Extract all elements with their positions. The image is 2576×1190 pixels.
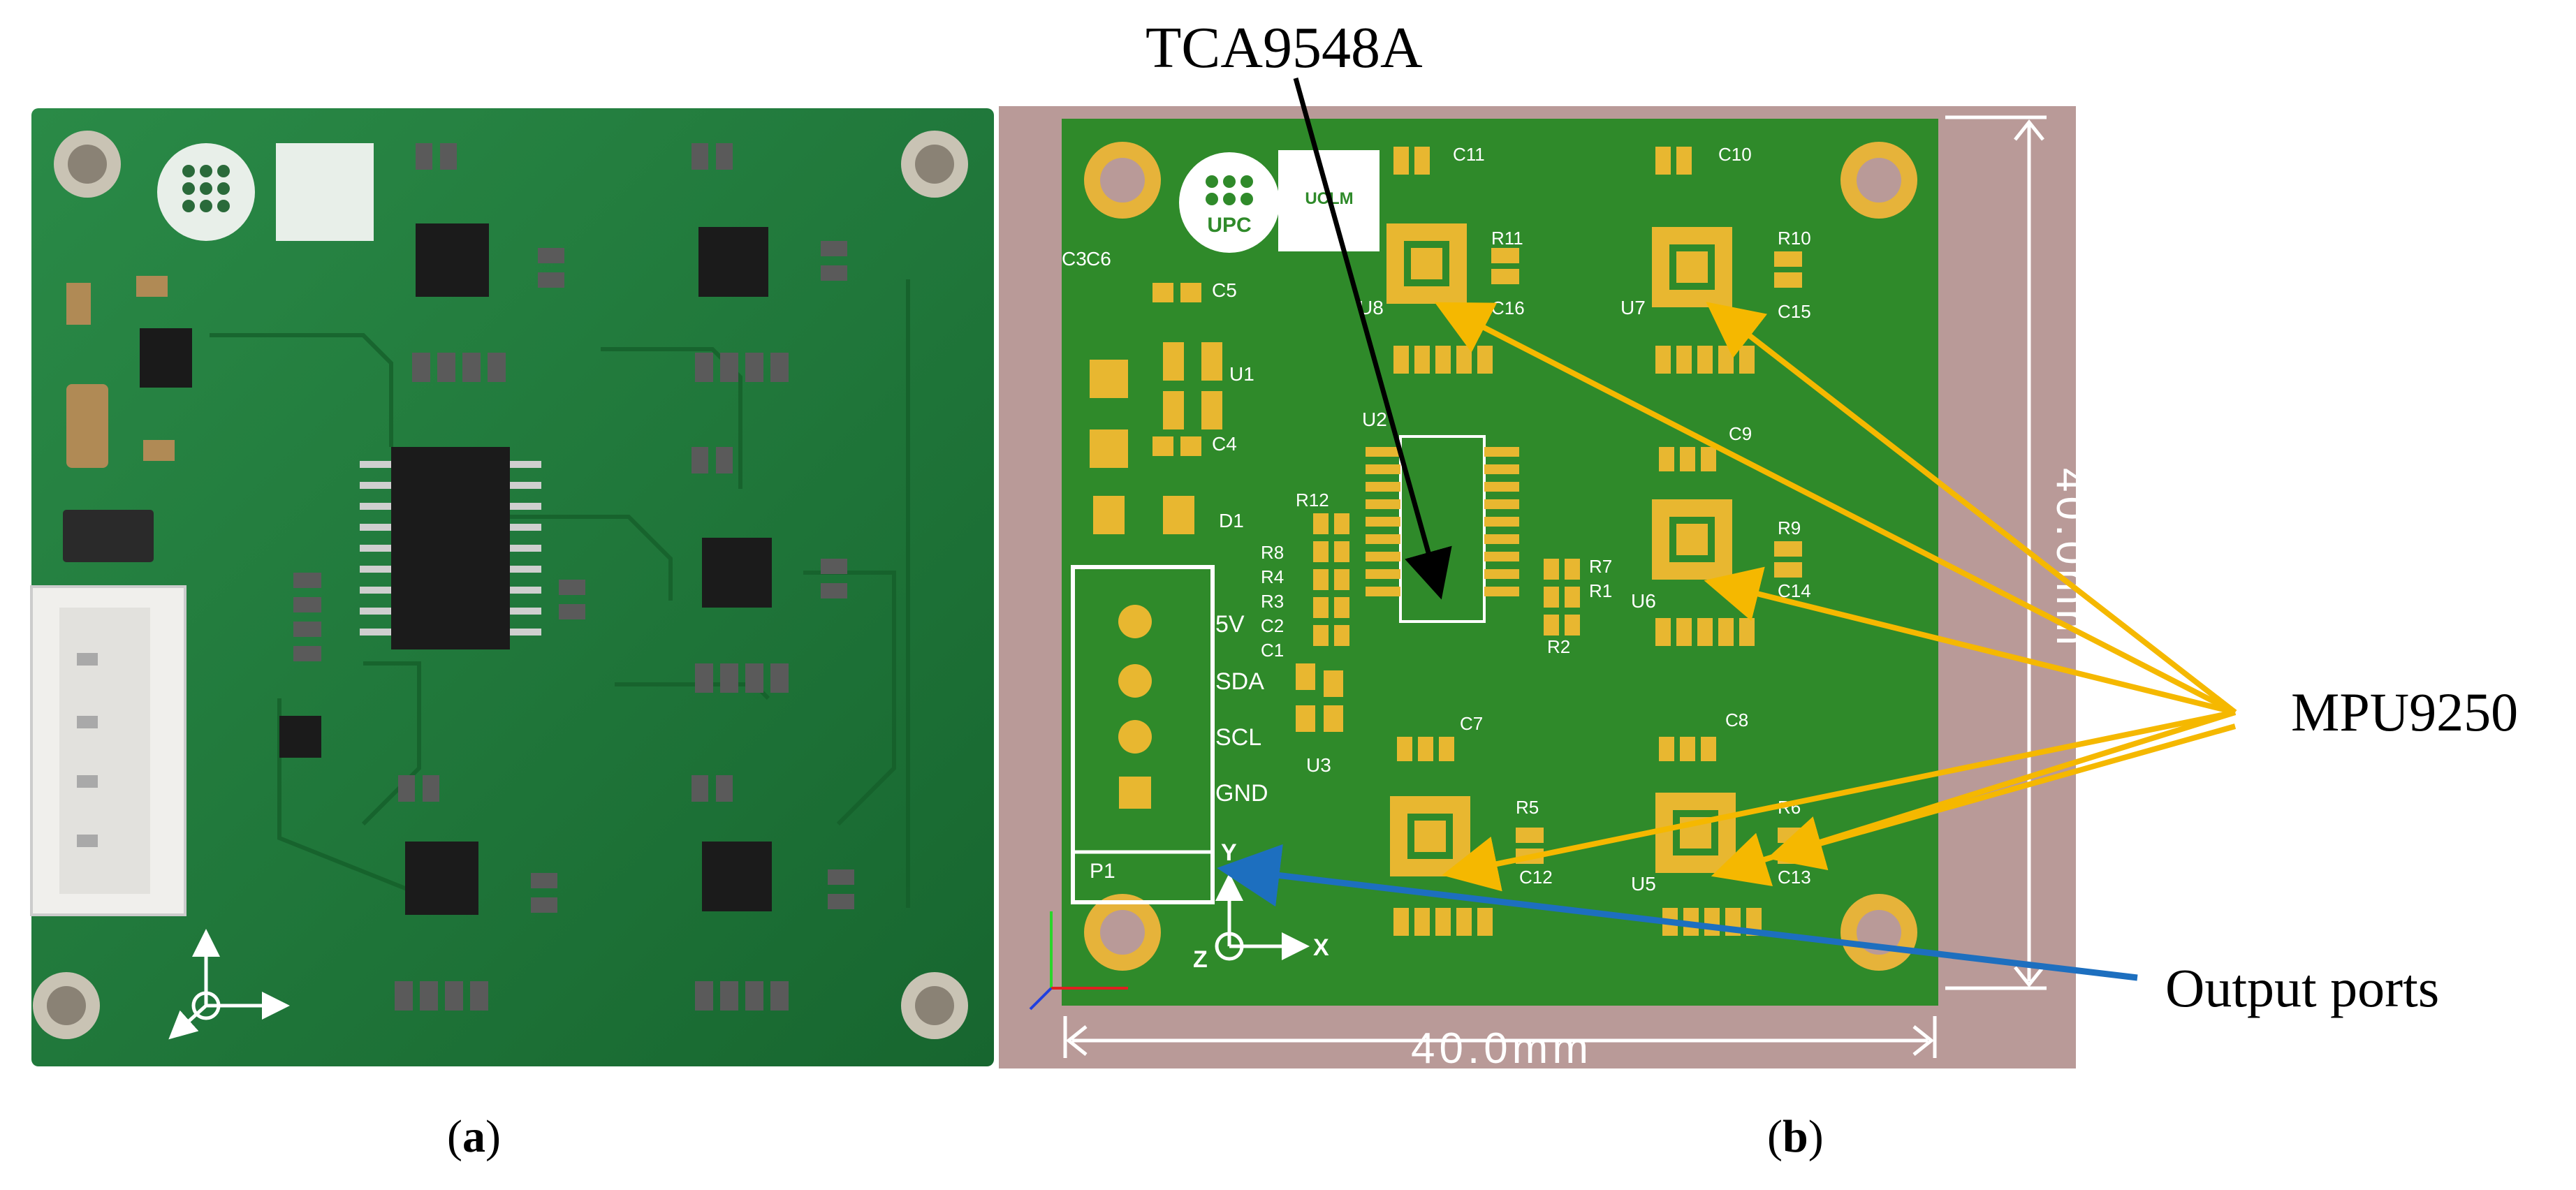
output-ports-arrow (1217, 844, 2138, 981)
mpu9250-footprint-u8: U8 (1359, 223, 1467, 318)
svg-text:C9: C9 (1729, 423, 1752, 444)
panel-b-render: UPC UCLM C5 U1 C4 D1 C3 C6 (999, 106, 2095, 1073)
svg-text:U3: U3 (1306, 754, 1331, 776)
mounting-hole (1084, 142, 1917, 971)
connector-photo (30, 585, 186, 916)
pin-label-scl: SCL (1215, 724, 1261, 751)
svg-text:U2: U2 (1362, 409, 1387, 430)
svg-text:C3: C3 (1062, 248, 1087, 270)
connector-ref: P1 (1090, 860, 1115, 883)
mpu9250-footprint-u6: U6 (1631, 499, 1732, 612)
sensor-chip-photo (405, 223, 772, 915)
corner-triad-icon (1029, 911, 1128, 1011)
u1-regulator (140, 328, 192, 388)
svg-text:C13: C13 (1778, 867, 1811, 888)
svg-text:R4: R4 (1261, 566, 1284, 587)
svg-text:R7: R7 (1589, 556, 1612, 577)
svg-text:C6: C6 (1086, 248, 1111, 270)
svg-text:C16: C16 (1491, 298, 1525, 318)
callout-output-ports: Output ports (2165, 957, 2440, 1018)
svg-text:C4: C4 (1212, 433, 1237, 455)
svg-text:C12: C12 (1519, 867, 1553, 888)
svg-text:C10: C10 (1718, 144, 1752, 165)
callout-mpu9250: MPU9250 (2291, 682, 2519, 742)
svg-text:R9: R9 (1778, 517, 1801, 538)
svg-text:C15: C15 (1778, 301, 1811, 322)
tca9548a-arrow (1293, 78, 1452, 600)
xyz-axes-icon (168, 929, 290, 1040)
caption-b: (b) (1767, 1111, 1824, 1162)
caption-b-letter: b (1782, 1111, 1808, 1162)
svg-text:C1: C1 (1261, 640, 1284, 661)
dimension-label-horizontal: 40.0mm (1411, 1024, 1593, 1073)
svg-text:C2: C2 (1261, 615, 1284, 636)
svg-text:C7: C7 (1460, 713, 1483, 734)
svg-text:R2: R2 (1547, 636, 1570, 657)
upc-logo-icon (157, 143, 255, 241)
u3-photo (279, 716, 321, 758)
callout-tca9548a: TCA9548A (1146, 15, 1423, 80)
svg-text:R3: R3 (1261, 591, 1284, 612)
connector-p1: P1 (1071, 565, 1215, 904)
u2-multiplexer-photo (391, 447, 510, 649)
svg-text:C11: C11 (1453, 144, 1485, 165)
upc-logo-text: UPC (1207, 214, 1251, 237)
svg-text:R10: R10 (1778, 228, 1811, 249)
mounting-hole (33, 131, 968, 1039)
svg-text:C5: C5 (1212, 279, 1237, 301)
u2-tca9548a-footprint: U2 (1362, 409, 1519, 623)
mpu9250-footprint-u4 (1390, 796, 1470, 876)
svg-text:C8: C8 (1725, 710, 1748, 730)
pin-label-5v: 5V (1215, 611, 1245, 638)
caption-a-letter: a (462, 1111, 485, 1162)
svg-text:R5: R5 (1516, 797, 1539, 818)
mpu9250-arrows (1434, 302, 2237, 892)
pin-label-sda: SDA (1215, 668, 1264, 695)
caption-a: (a) (447, 1111, 501, 1162)
svg-text:R8: R8 (1261, 542, 1284, 563)
axis-label-x: X (1313, 934, 1329, 961)
svg-text:U5: U5 (1631, 873, 1656, 895)
svg-text:U1: U1 (1229, 363, 1254, 385)
upc-logo-icon: UPC (1179, 152, 1280, 253)
svg-text:R12: R12 (1296, 490, 1329, 510)
svg-text:R1: R1 (1589, 580, 1612, 601)
axis-label-y: Y (1221, 839, 1237, 866)
pin-label-gnd: GND (1215, 780, 1268, 807)
svg-text:R11: R11 (1491, 228, 1523, 249)
dimension-horizontal (1063, 1016, 1937, 1058)
svg-text:U7: U7 (1620, 297, 1646, 318)
axis-label-z: Z (1193, 946, 1208, 973)
mpu9250-footprint-u7: U7 (1620, 227, 1732, 318)
svg-text:U6: U6 (1631, 590, 1656, 612)
d1-label: D1 (1219, 510, 1244, 531)
panel-a-photo (28, 105, 995, 1068)
d1-diode (63, 510, 154, 562)
uclm-logo-icon (276, 143, 374, 241)
